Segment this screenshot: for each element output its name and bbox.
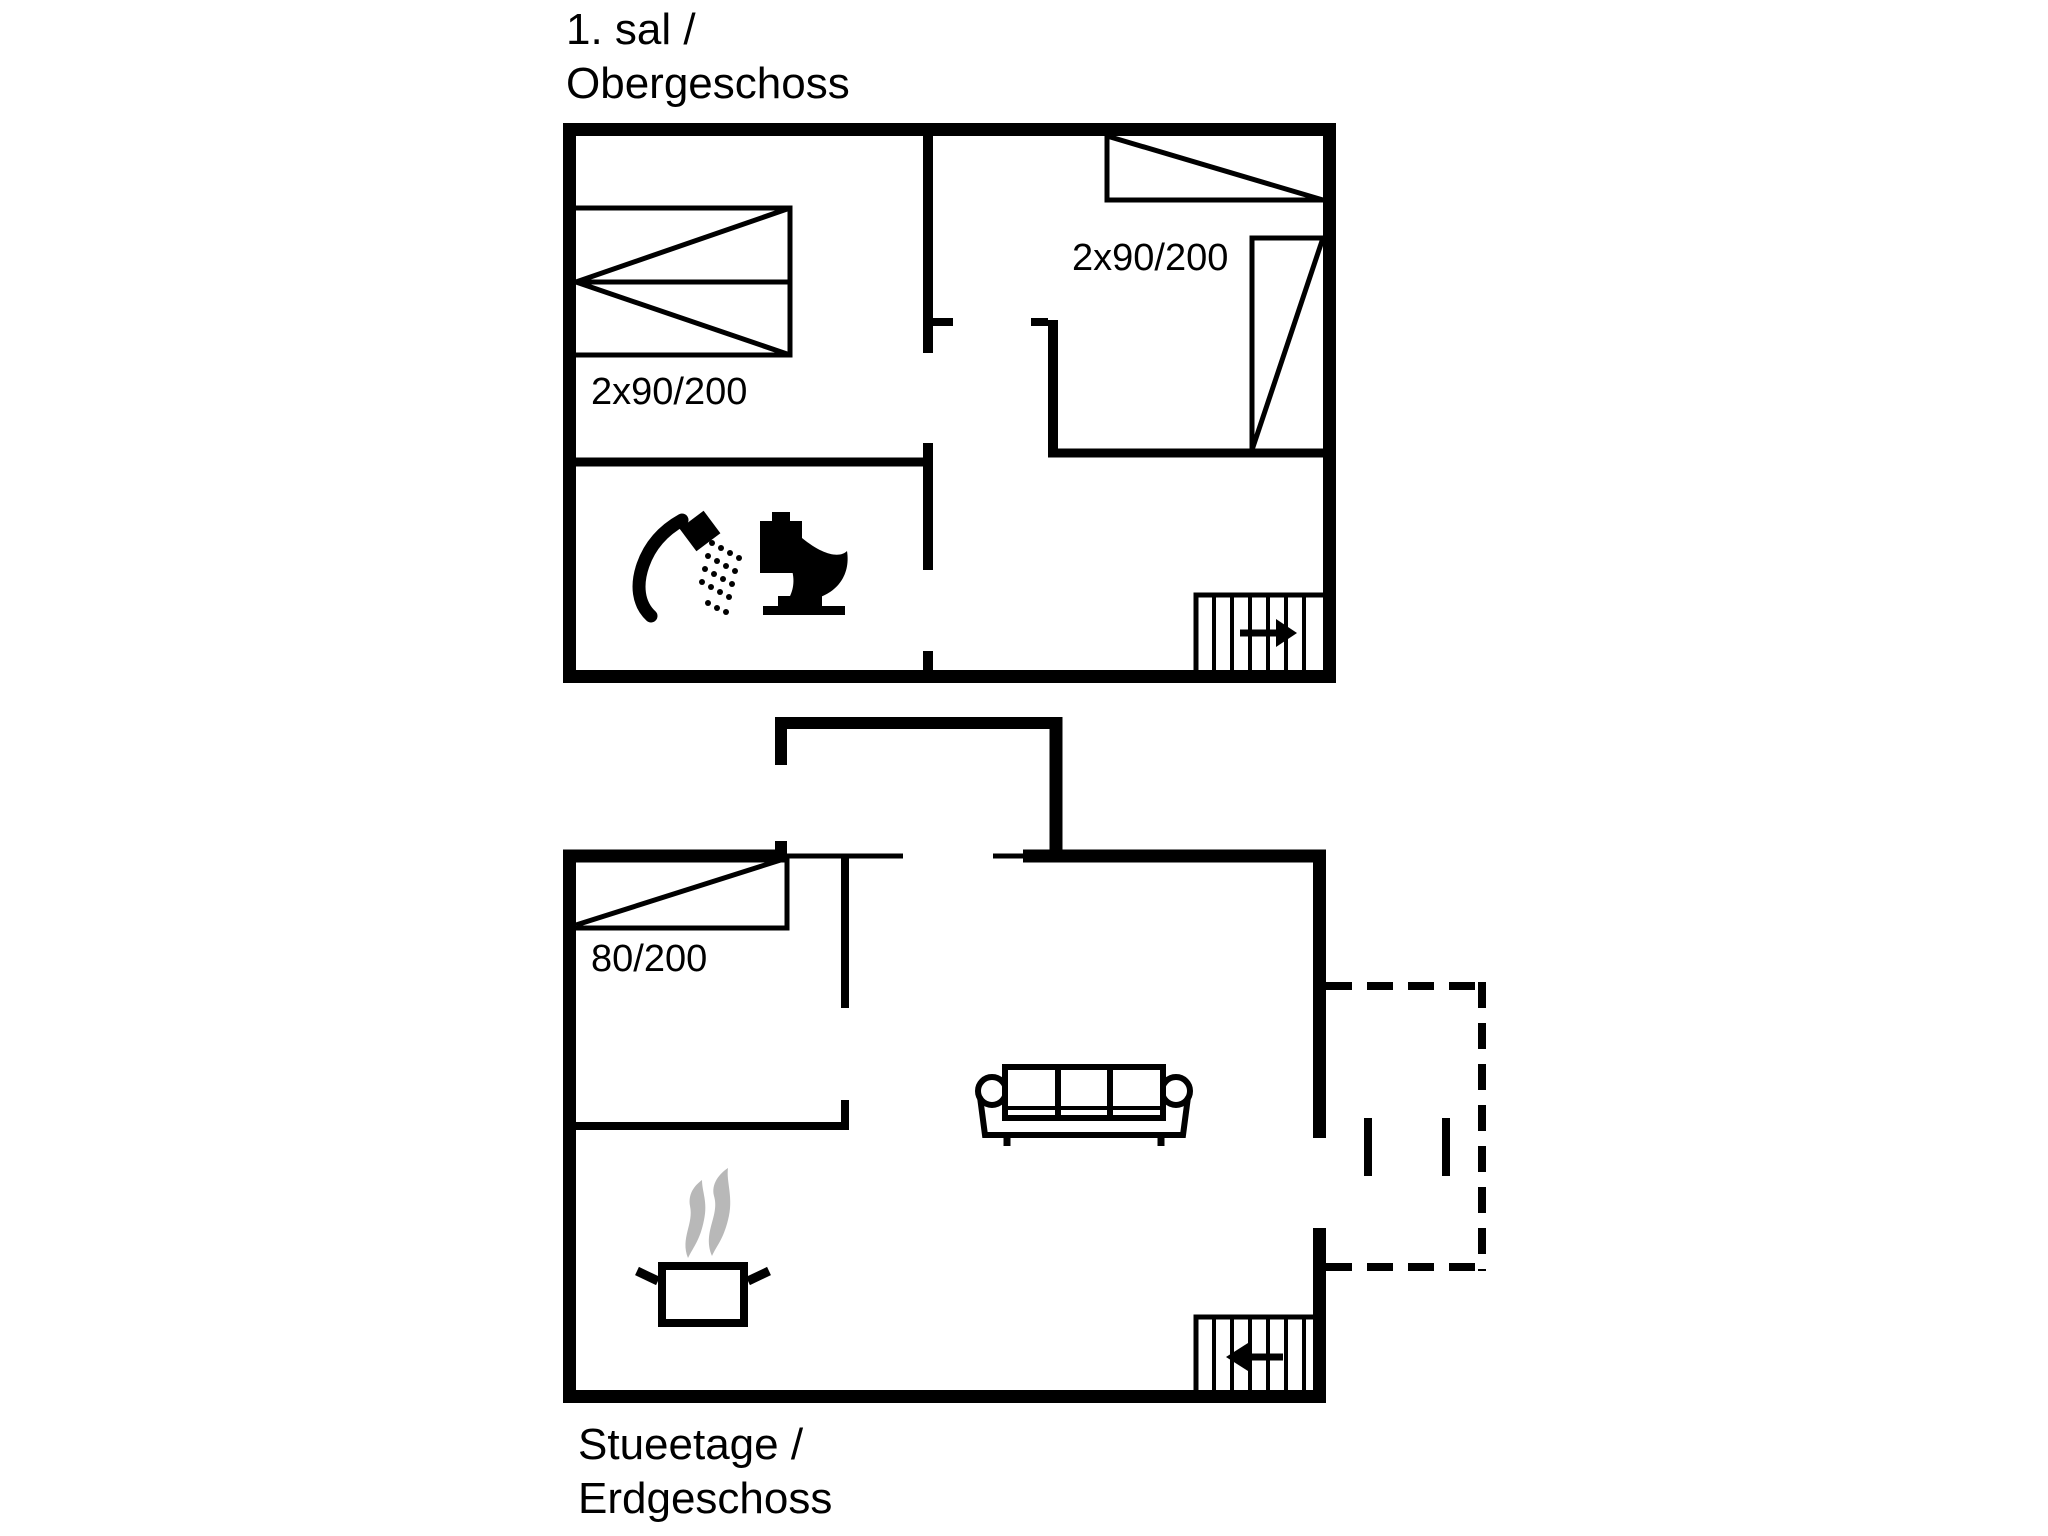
shower-icon [632,510,742,623]
shower-spray-dots [699,540,742,615]
upper-floor-interior-walls [576,136,1323,670]
upper-floor-title-line1: 1. sal / [566,5,696,54]
ground-floor-plan: 80/200 [563,841,1486,1523]
ground-bed-label: 80/200 [591,938,707,980]
sofa-icon [975,1064,1193,1146]
upper-floor-plan: 1. sal / Obergeschoss 2x90/200 [563,5,1336,683]
alcove-walls [775,717,1063,856]
single-bed-icon [575,855,790,931]
arrow-right-icon [1240,619,1297,647]
steam-wisp [708,1168,731,1256]
upper-floor-title-line2: Obergeschoss [566,59,850,108]
right-bed-label: 2x90/200 [1072,237,1228,279]
left-bed-label: 2x90/200 [591,371,747,413]
cooking-pot-steam-icon [635,1168,771,1327]
ground-floor-title-line1: Stueetage / [578,1420,804,1469]
ground-floor-outer-walls [563,841,1326,1403]
double-bed-icon [575,205,793,358]
upper-floor-outer-walls [563,123,1336,683]
terrace-dashed-outline [1326,982,1486,1271]
toilet-icon [760,512,848,615]
double-bed-icon [1104,133,1326,453]
ground-floor-interior-walls [576,858,849,1130]
stairs-arrow-left-icon [1193,1314,1313,1390]
stairs-arrow-right-icon [1193,592,1323,670]
ground-floor-title-line2: Erdgeschoss [578,1474,832,1523]
arrow-left-icon [1226,1343,1283,1371]
steam-wisp [685,1180,706,1258]
